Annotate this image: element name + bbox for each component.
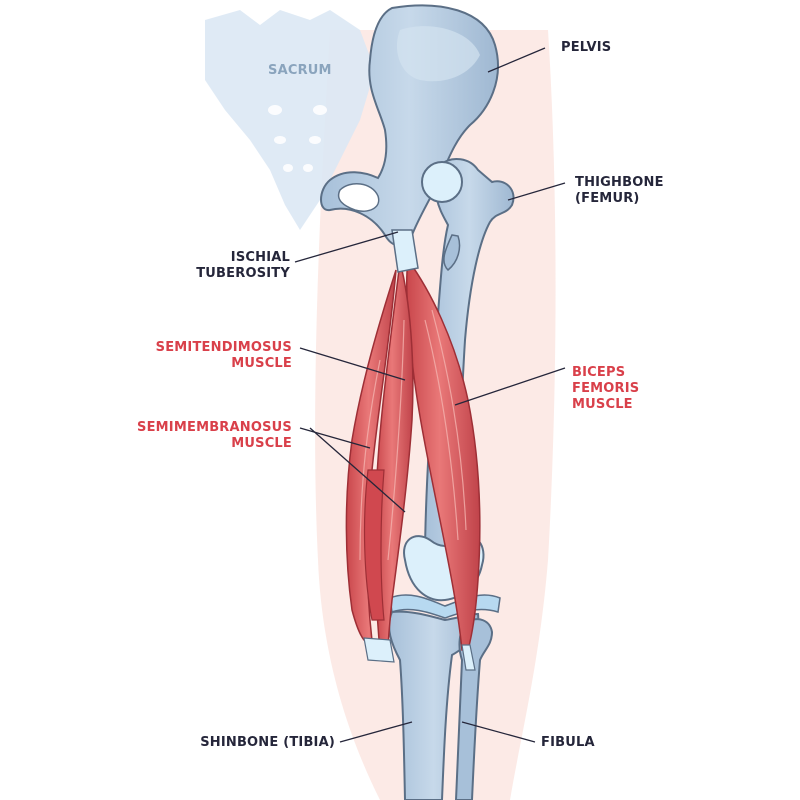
label-semimembranosus-line-2: MUSCLE: [231, 436, 292, 451]
shinbone-leader: [339, 721, 413, 743]
ischial-tuberosity-leader: [294, 231, 399, 263]
hamstring-proximal-tendons: [391, 229, 419, 273]
label-semimembranosus-line-1: SEMIMEMBRANOSUS: [137, 420, 292, 435]
label-biceps-femoris: BICEPS FEMORIS MUSCLE: [572, 365, 639, 413]
label-thighbone-line-2: (FEMUR): [575, 191, 640, 206]
semimembranosus-muscle: [345, 269, 397, 641]
label-biceps-line-3: MUSCLE: [572, 397, 633, 412]
label-ischial-tuberosity: ISCHIAL TUBEROSITY: [196, 250, 290, 282]
label-semitendinosus-line-1: SEMITENDIMOSUS: [155, 340, 292, 355]
lesser-trochanter: [443, 234, 461, 272]
biceps-femoris-tendon: [461, 644, 476, 671]
pelvis-leader: [487, 47, 546, 73]
tibia-bone: [388, 610, 480, 800]
label-semitendinosus-line-2: MUSCLE: [231, 356, 292, 371]
thighbone-leader: [507, 182, 566, 201]
label-fibula: FIBULA: [541, 735, 595, 750]
medial-hamstring-distal-tendons: [363, 637, 395, 663]
femoral-head: [421, 161, 463, 203]
label-semimembranosus: SEMIMEMBRANOSUS MUSCLE: [137, 420, 292, 452]
semimembranosus-leader-a: [299, 427, 371, 449]
sacral-foramina: [268, 105, 327, 172]
pelvis-shading: [396, 26, 480, 82]
muscle-fiber-lines: [359, 309, 467, 561]
label-ischial-line-1: ISCHIAL: [230, 250, 290, 265]
label-biceps-line-1: BICEPS: [572, 365, 626, 380]
label-ischial-line-2: TUBEROSITY: [196, 266, 290, 281]
fibula-leader: [461, 721, 536, 743]
semimembranosus-lower: [363, 469, 385, 621]
label-sacrum: SACRUM: [268, 63, 332, 78]
label-thighbone: THIGHBONE (FEMUR): [575, 175, 664, 207]
label-shinbone: SHINBONE (TIBIA): [200, 735, 335, 750]
semimembranosus-leader-b: [309, 427, 406, 513]
label-semitendinosus: SEMITENDIMOSUS MUSCLE: [156, 340, 292, 372]
semitendinosus-leader: [299, 347, 406, 381]
label-thighbone-line-1: THIGHBONE: [575, 175, 664, 190]
leader-lines: [294, 47, 566, 743]
label-biceps-line-2: FEMORIS: [572, 381, 640, 396]
semitendinosus-muscle: [374, 261, 414, 651]
biceps-femoris-leader: [454, 367, 566, 406]
label-pelvis: PELVIS: [561, 40, 612, 55]
obturator-foramen: [337, 183, 380, 212]
sacrum-bone: [205, 10, 375, 230]
